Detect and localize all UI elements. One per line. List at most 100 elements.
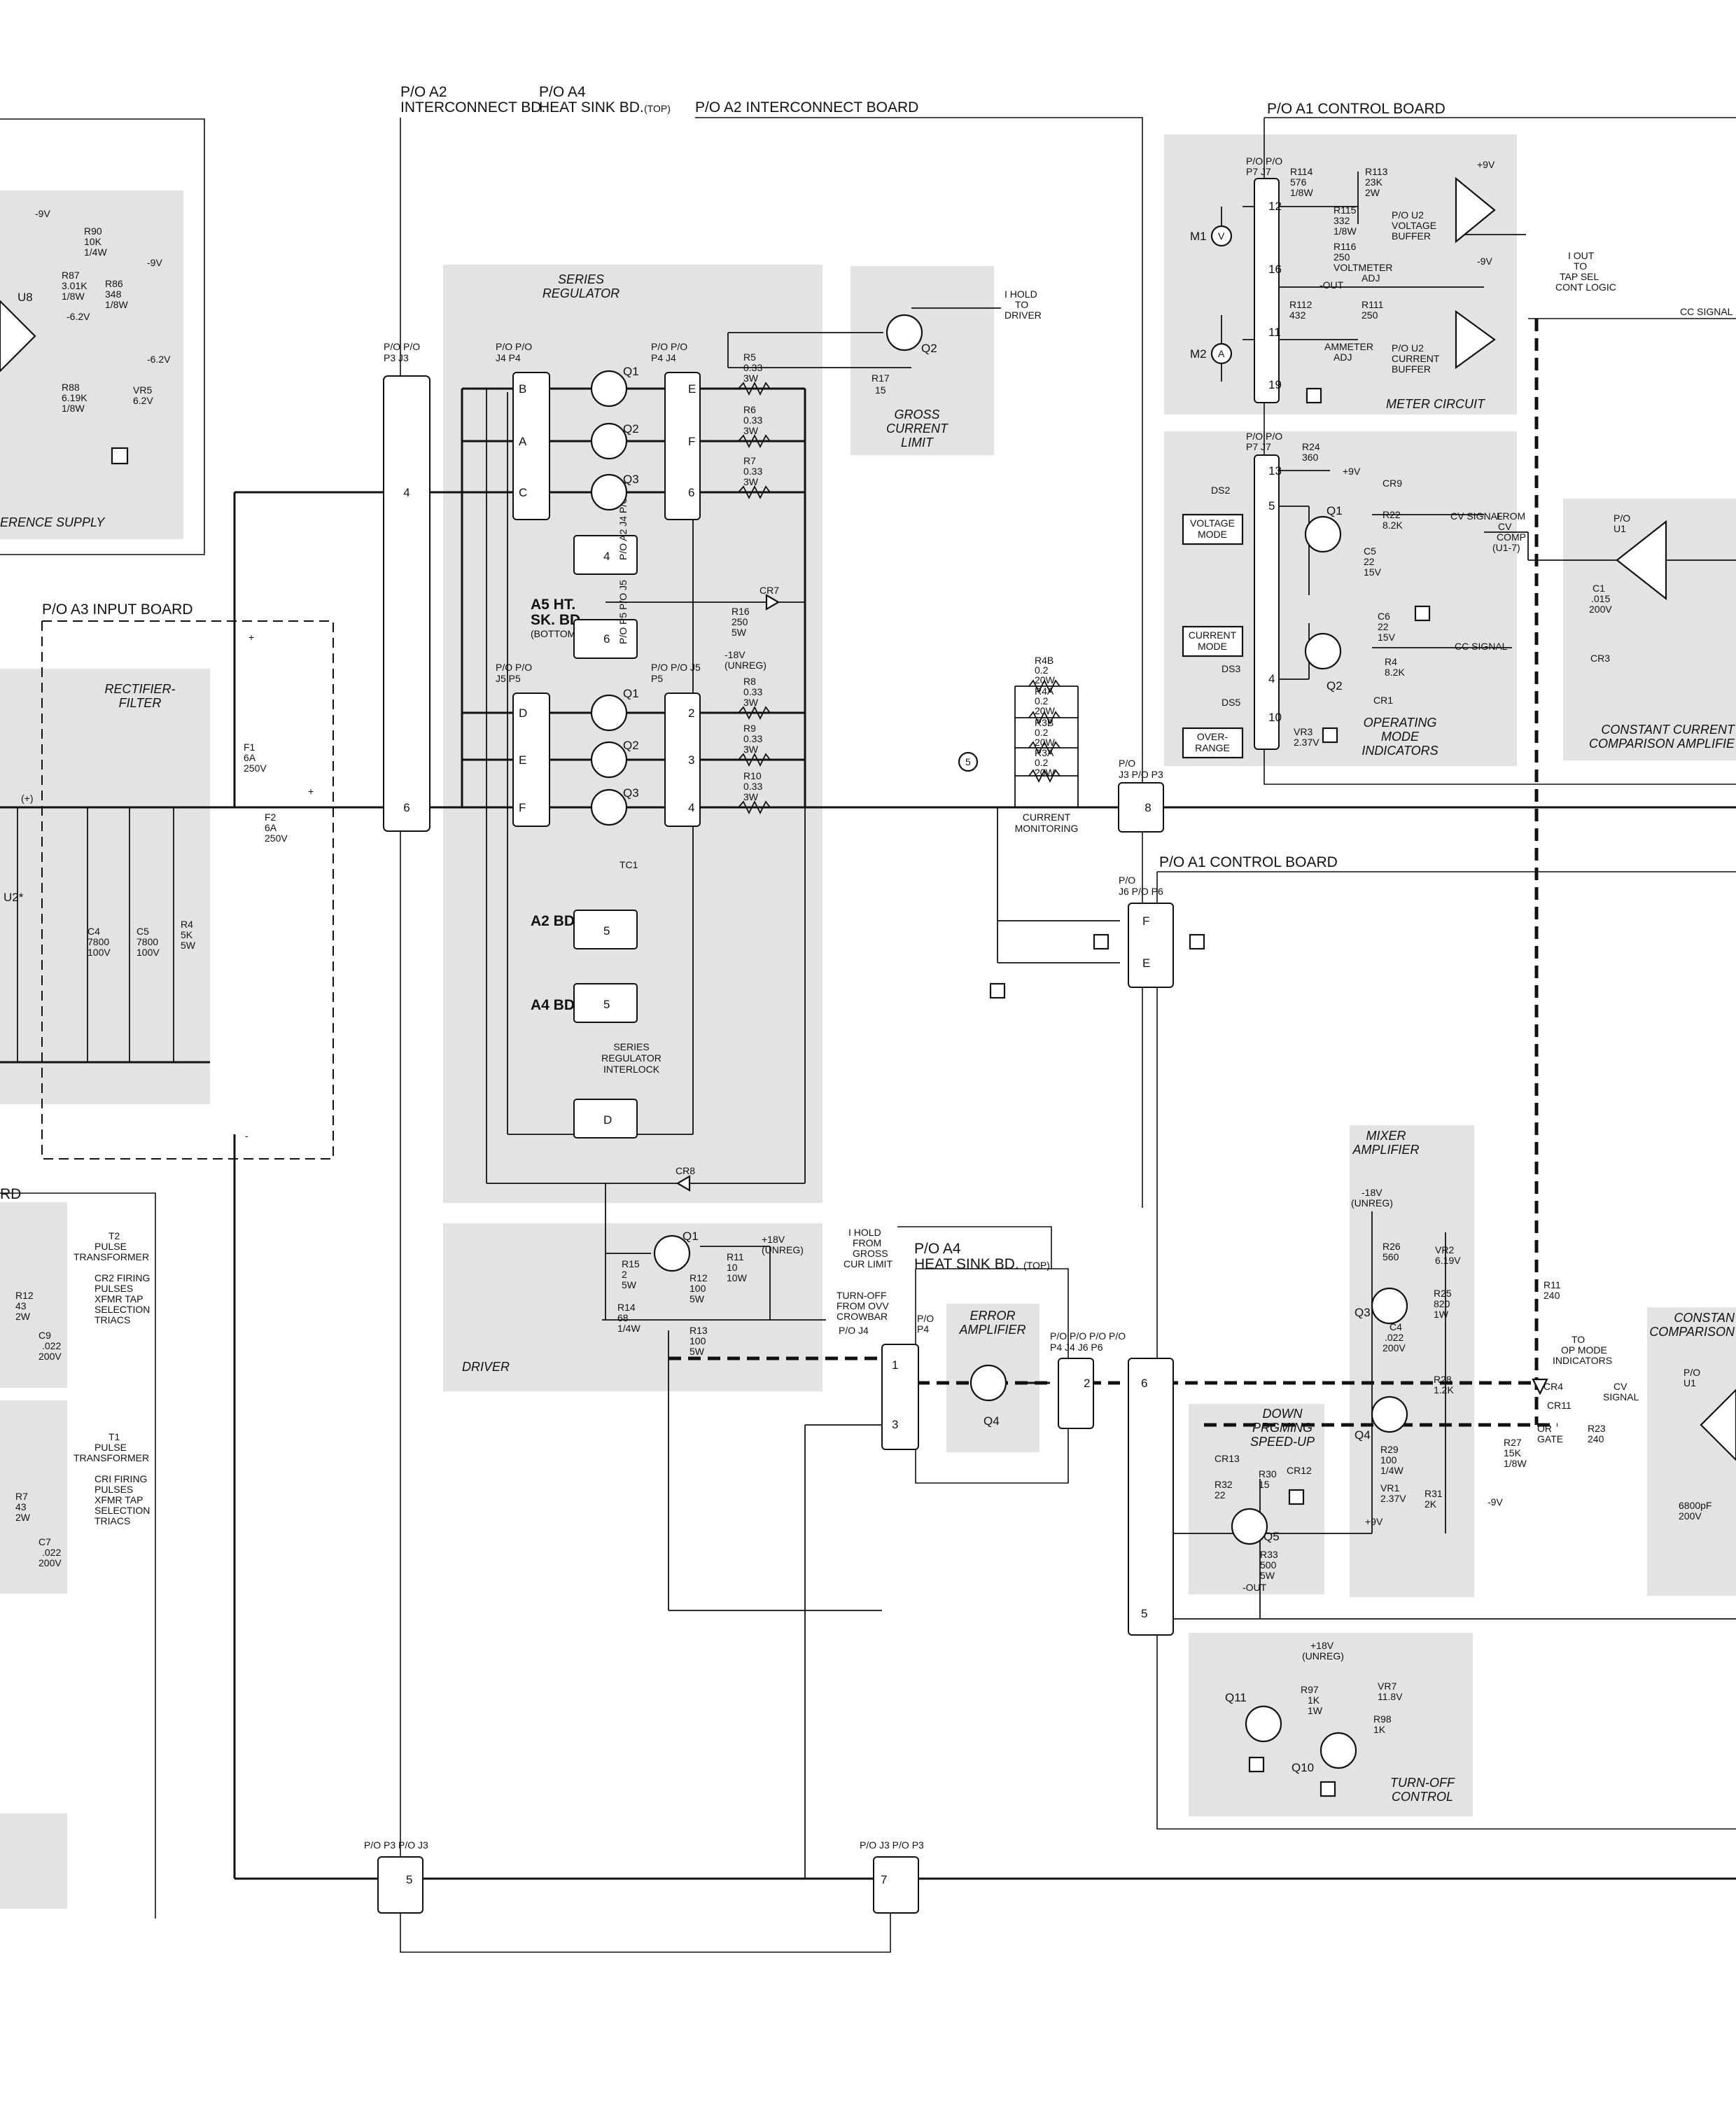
svg-text:3W: 3W <box>743 697 759 708</box>
svg-text:VOLTMETER: VOLTMETER <box>1334 262 1393 273</box>
svg-text:CR7: CR7 <box>760 585 779 596</box>
svg-text:VR3: VR3 <box>1294 726 1312 737</box>
r4b-resistor <box>1028 678 1060 694</box>
block-titles: SERIES REGULATOR GROSS CURRENT LIMIT MET… <box>0 272 1736 1804</box>
svg-text:R4B: R4B <box>1035 655 1054 666</box>
a3-input-board-header: P/O A3 INPUT BOARD <box>42 601 193 618</box>
svg-text:5W: 5W <box>181 940 196 951</box>
svg-text:CC SIGNAL: CC SIGNAL <box>1455 641 1508 652</box>
svg-text:ADJ: ADJ <box>1334 352 1352 363</box>
svg-text:P/O: P/O <box>1119 875 1135 886</box>
svg-text:AMMETER: AMMETER <box>1324 341 1373 352</box>
svg-text:100: 100 <box>690 1283 706 1294</box>
u2-voltage-buffer <box>1455 176 1496 244</box>
svg-text:B: B <box>519 382 526 396</box>
svg-text:TO: TO <box>1572 1334 1585 1345</box>
svg-text:1K: 1K <box>1373 1724 1386 1735</box>
svg-text:V: V <box>1218 230 1225 242</box>
svg-text:200V: 200V <box>1679 1510 1702 1522</box>
svg-text:5: 5 <box>603 924 610 938</box>
series-regulator-block <box>443 265 822 1203</box>
svg-text:P5: P5 <box>651 673 663 684</box>
svg-text:Q3: Q3 <box>623 473 639 486</box>
svg-text:J4 P4: J4 P4 <box>496 352 521 363</box>
svg-text:J3 P/O P3: J3 P/O P3 <box>1119 769 1163 780</box>
j6-p6-long <box>1128 1358 1174 1636</box>
svg-text:CURRENT: CURRENT <box>1189 629 1237 641</box>
svg-text:R4A: R4A <box>1035 685 1054 697</box>
svg-text:R16: R16 <box>732 606 750 617</box>
svg-text:TAP SEL: TAP SEL <box>1560 271 1600 282</box>
q2-gross-transistor <box>886 314 923 352</box>
svg-text:576: 576 <box>1290 176 1307 188</box>
svg-text:R114: R114 <box>1290 166 1313 177</box>
svg-text:(TOP): (TOP) <box>644 103 671 114</box>
svg-text:4: 4 <box>688 801 694 814</box>
svg-text:C6: C6 <box>1378 611 1390 622</box>
svg-text:C7: C7 <box>38 1536 51 1547</box>
svg-text:PULSE: PULSE <box>94 1241 127 1252</box>
svg-text:4: 4 <box>1268 672 1275 685</box>
svg-text:(TOP): (TOP) <box>1023 1260 1050 1271</box>
svg-text:LIMIT: LIMIT <box>901 436 934 450</box>
svg-text:PULSES: PULSES <box>94 1283 133 1294</box>
svg-text:P/O P/O P/O P/O: P/O P/O P/O P/O <box>1050 1330 1126 1342</box>
svg-text:0.2: 0.2 <box>1035 695 1049 707</box>
svg-text:VOLTAGE: VOLTAGE <box>1392 220 1436 231</box>
svg-text:100V: 100V <box>88 947 111 958</box>
svg-text:FILTER: FILTER <box>119 696 162 710</box>
svg-text:3: 3 <box>688 753 694 767</box>
ground-cm-1 <box>1093 933 1110 950</box>
svg-text:GROSS: GROSS <box>853 1248 888 1259</box>
current-mode-lamp <box>1182 625 1244 657</box>
svg-text:2.37V: 2.37V <box>1294 737 1320 748</box>
svg-text:COMP: COMP <box>1497 531 1526 543</box>
svg-text:R111: R111 <box>1362 299 1384 310</box>
left-board-header: RD <box>0 1186 21 1202</box>
u2-current-buffer <box>1455 309 1496 370</box>
svg-text:7800: 7800 <box>88 936 109 947</box>
svg-text:10: 10 <box>1268 711 1282 724</box>
svg-text:INDICATORS: INDICATORS <box>1553 1355 1612 1366</box>
svg-text:P/O P/O: P/O P/O <box>1246 155 1282 167</box>
a2-bd-plug <box>573 910 638 949</box>
svg-text:R88: R88 <box>62 382 80 393</box>
svg-text:P7 J7: P7 J7 <box>1246 166 1271 177</box>
svg-text:2W: 2W <box>15 1311 31 1322</box>
svg-text:7: 7 <box>881 1873 887 1886</box>
svg-text:3W: 3W <box>743 476 759 487</box>
p3-j3-bottom-left <box>377 1856 424 1914</box>
svg-text:R23: R23 <box>1588 1423 1606 1434</box>
svg-text:TRIACS: TRIACS <box>94 1515 130 1526</box>
reference-supply-block <box>0 190 183 539</box>
svg-text:1/8W: 1/8W <box>1504 1458 1527 1469</box>
svg-text:SELECTION: SELECTION <box>94 1304 150 1315</box>
svg-text:200V: 200V <box>1382 1342 1406 1353</box>
ground-vr3 <box>1322 727 1338 744</box>
svg-text:COMPARISON: COMPARISON <box>1649 1325 1735 1339</box>
svg-text:P/O J3 P/O P3: P/O J3 P/O P3 <box>860 1839 924 1851</box>
svg-text:VOLTAGE: VOLTAGE <box>1190 517 1235 529</box>
svg-text:R12: R12 <box>690 1272 708 1283</box>
svg-text:+: + <box>248 632 254 643</box>
r5-resistor <box>738 381 771 396</box>
svg-text:200V: 200V <box>38 1557 62 1568</box>
svg-text:Q11: Q11 <box>1225 1691 1247 1704</box>
r6-resistor <box>738 433 771 449</box>
svg-text:1/8W: 1/8W <box>62 291 85 302</box>
svg-text:CURRENT: CURRENT <box>1392 353 1440 364</box>
svg-text:SPEED-UP: SPEED-UP <box>1250 1435 1315 1449</box>
m2-ammeter <box>1210 342 1233 365</box>
svg-text:R13: R13 <box>690 1325 708 1336</box>
p3-j3-connector <box>383 375 430 832</box>
svg-text:240: 240 <box>1588 1433 1604 1445</box>
ground-cr12 <box>1288 1489 1305 1505</box>
svg-text:R31: R31 <box>1424 1488 1443 1499</box>
ground-ref <box>111 447 129 465</box>
svg-text:R24: R24 <box>1302 441 1320 452</box>
svg-text:(BOTTOM): (BOTTOM) <box>531 628 579 639</box>
svg-text:0.33: 0.33 <box>743 415 762 426</box>
svg-text:+9V: +9V <box>1477 159 1495 170</box>
constant-comparison-right-title: CONSTAN <box>1674 1311 1735 1325</box>
ground-meter <box>1306 387 1322 404</box>
